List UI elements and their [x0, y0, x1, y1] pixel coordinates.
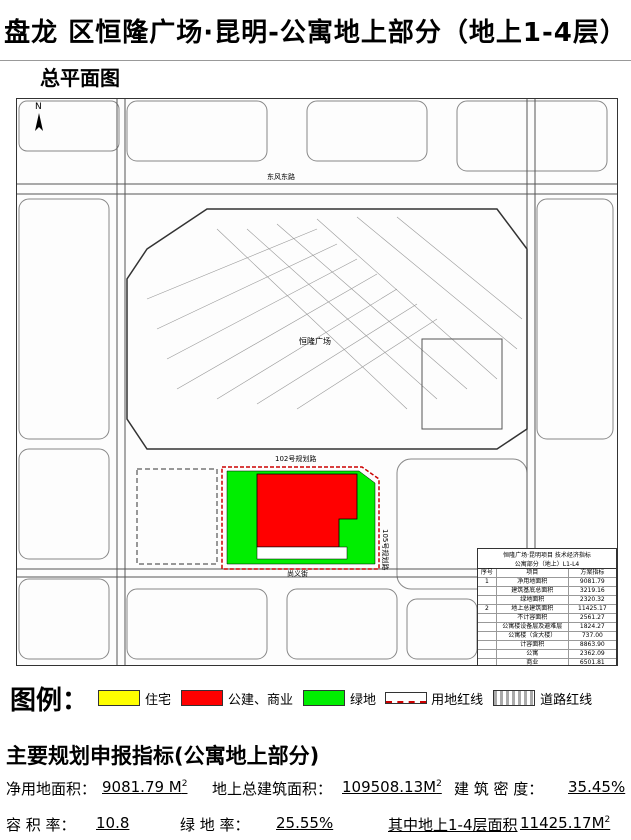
street-label-shangyi: 尚义街: [287, 569, 308, 578]
street-label-dongfeng: 东风东路: [267, 172, 295, 181]
far-label: 容 积 率：: [6, 816, 76, 834]
legend-item-green: 绿地: [303, 689, 376, 708]
road-line-swatch: [493, 690, 536, 706]
legend: 图例： 住宅 公建、商业 绿地 用地红线 道路红线: [0, 676, 631, 720]
street-label-105: 105号规划路: [381, 529, 390, 570]
total-area-value: 109508.13M2: [342, 778, 442, 796]
dashed-red-line-swatch: [385, 692, 428, 704]
table-title: 恒隆广场·昆明项目 技术经济指标: [503, 552, 591, 559]
legend-item-roadline: 道路红线: [493, 689, 592, 708]
density-value: 35.45%: [568, 778, 626, 796]
far-value: 10.8: [96, 814, 130, 832]
red-swatch: [181, 690, 224, 706]
street-label-102: 102号规划路: [275, 454, 316, 463]
floor-area-value: 11425.17M2: [520, 814, 611, 832]
legend-title: 图例：: [10, 685, 89, 716]
floor-area-label: 其中地上1-4层面积: [388, 816, 518, 834]
net-land-value: 9081.79 M2: [102, 778, 188, 796]
yellow-swatch: [98, 690, 141, 706]
table-subtitle: 公寓部分（地上）L1-L4: [478, 559, 616, 569]
site-label: 恒隆广场: [299, 336, 331, 346]
legend-item-commercial: 公建、商业: [181, 689, 293, 708]
net-land-label: 净用地面积：: [6, 780, 97, 798]
legend-item-landline: 用地红线: [385, 689, 483, 708]
map-subtitle: 总平面图: [40, 66, 120, 90]
page-title: 盘龙 区恒隆广场·昆明-公寓地上部分（地上1-4层）: [0, 0, 631, 61]
green-rate-label: 绿 地 率：: [180, 816, 250, 834]
green-rate-value: 25.55%: [276, 814, 334, 832]
total-area-label: 地上总建筑面积：: [212, 780, 333, 798]
table-row: 公寓楼（含大楼）737.00: [478, 632, 616, 641]
table-row: 序号项目方案指标: [478, 569, 616, 578]
legend-item-residential: 住宅: [98, 689, 171, 708]
site-plan-map: N 东风东路 102号规划路 105号规划路 尚义街 恒隆广场 恒隆广场·昆明项…: [16, 98, 618, 666]
north-label: N: [35, 102, 42, 112]
indicators-title: 主要规划申报指标(公寓地上部分): [6, 744, 320, 768]
density-label: 建 筑 密 度：: [454, 780, 544, 798]
green-swatch: [303, 690, 346, 706]
